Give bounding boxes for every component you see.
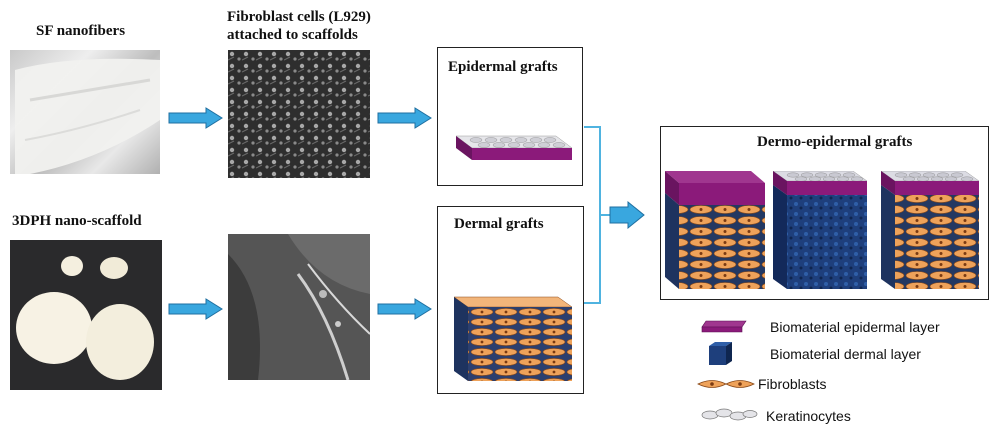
legend-label-fibroblasts: Fibroblasts [758,376,827,392]
cube-dermal-keratinocyte-icon [773,171,868,289]
sf-nanofibers-sheet-icon [15,58,160,174]
fibroblast-icon [697,380,755,388]
cube-fibroblast-keratinocyte-icon [881,171,980,289]
keratinocyte-icon [701,408,758,421]
sem-image-top [228,50,370,178]
connector-lines [584,126,645,304]
legend-label-keratinocytes: Keratinocytes [766,408,851,424]
arrow-sem-to-epidermal-icon [377,107,432,129]
cube-fibroblast-epidermal-icon [665,171,765,289]
legend-label-epidermal: Biomaterial epidermal layer [770,319,940,335]
sf-nanofibers-label: SF nanofibers [36,23,126,39]
fibroblast-label: Fibroblast cells (L929) attached to scaf… [227,8,371,44]
dermal-grafts-box: Dermal grafts [437,206,584,394]
legend-label-dermal: Biomaterial dermal layer [770,346,921,362]
3dph-photo [10,240,162,390]
sf-nanofibers-photo [10,50,160,174]
arrow-3dph-to-sem-icon [168,298,223,320]
dermo-epidermal-grafts-box: Dermo-epidermal grafts [660,126,989,300]
purple-layer-icon [701,320,747,333]
arrow-sem-to-dermal-icon [377,298,432,320]
sem-texture-top [228,50,370,178]
epidermal-graft-icon [455,135,573,160]
fibroblast-label-line1: Fibroblast cells (L929) [227,9,371,25]
dermal-grafts-title: Dermal grafts [454,216,544,232]
epidermal-grafts-box: Epidermal grafts [437,47,583,186]
3dph-discs-icon [16,256,154,380]
dermo-epidermal-grafts-title: Dermo-epidermal grafts [757,134,913,150]
dermal-graft-icon [453,296,573,381]
arrow-sf-to-sem-icon [168,107,223,129]
blue-cube-icon [709,342,732,365]
sem-texture-bottom [228,234,370,380]
3dph-label: 3DPH nano-scaffold [12,213,142,229]
fibroblast-label-line2: attached to scaffolds [227,27,358,43]
sem-image-bottom [228,234,370,380]
epidermal-grafts-title: Epidermal grafts [448,59,558,75]
